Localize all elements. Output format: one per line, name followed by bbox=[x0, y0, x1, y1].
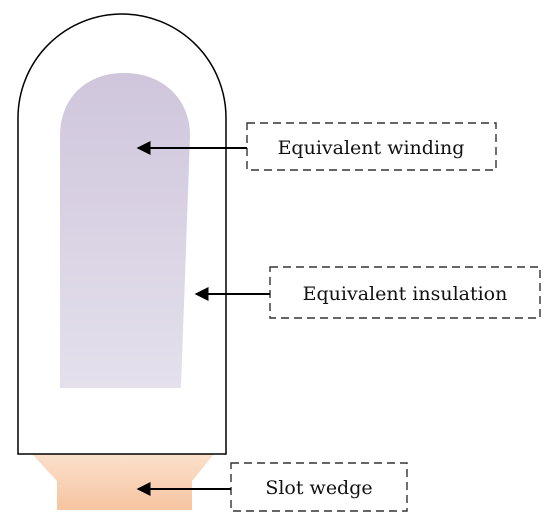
winding-label-box bbox=[246, 122, 497, 171]
insulation-label: Equivalent insulation bbox=[303, 283, 508, 305]
insulation-label-box bbox=[269, 266, 541, 319]
wedge-label: Slot wedge bbox=[265, 477, 372, 499]
equivalent-winding-region bbox=[60, 73, 190, 388]
winding-label: Equivalent winding bbox=[278, 137, 465, 159]
slot-wedge-shape bbox=[32, 454, 214, 510]
wedge-label-box bbox=[230, 462, 408, 512]
slot-outline bbox=[17, 13, 227, 455]
